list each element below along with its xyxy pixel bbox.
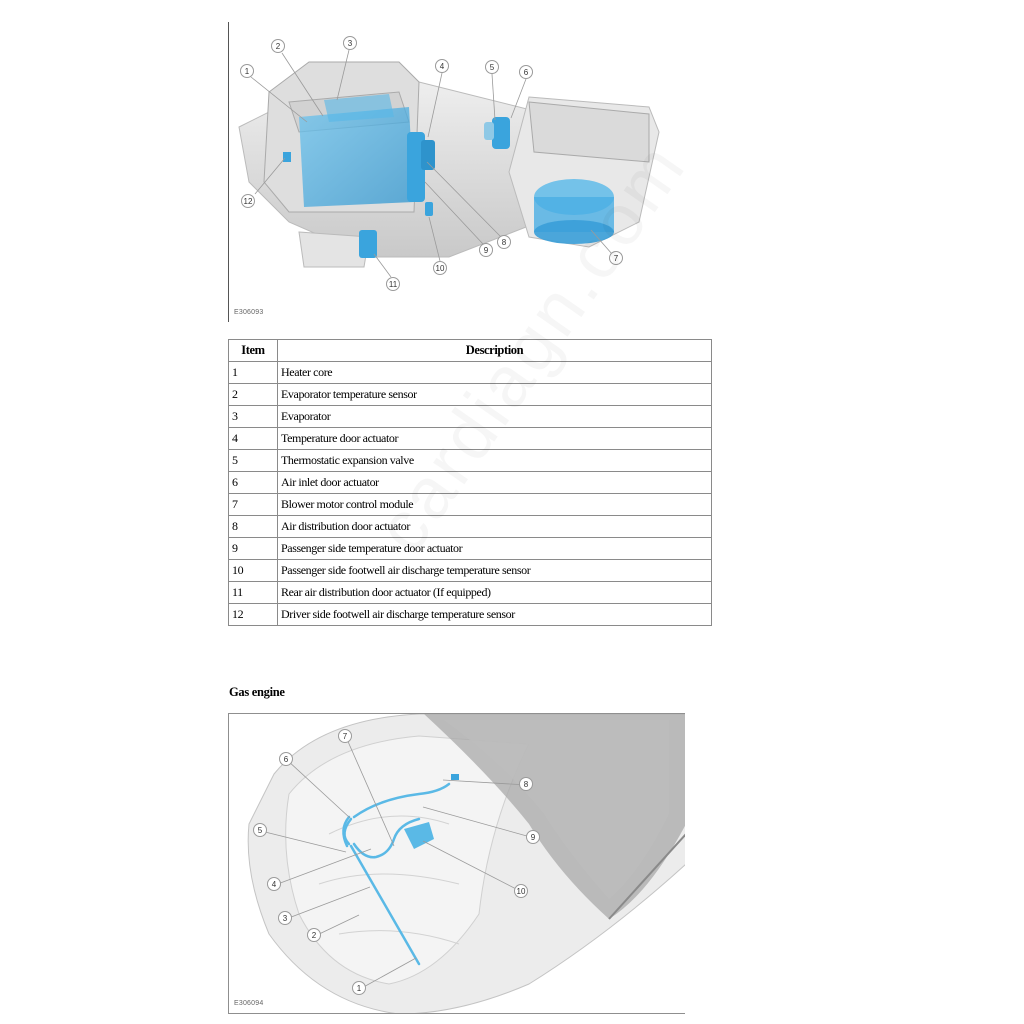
callout-marker: 8 <box>497 235 511 249</box>
description-cell: Driver side footwell air discharge tempe… <box>277 603 712 626</box>
item-number-cell: 8 <box>228 515 278 538</box>
callout-marker: 4 <box>267 877 281 891</box>
callout-marker: 9 <box>526 830 540 844</box>
callout-marker: 7 <box>609 251 623 265</box>
table-header-row: Item Description <box>228 339 712 362</box>
callout-marker: 5 <box>485 60 499 74</box>
description-cell: Air inlet door actuator <box>277 471 712 494</box>
figure2-id-label: E306094 <box>234 1000 264 1007</box>
callout-marker: 5 <box>253 823 267 837</box>
callout-marker: 4 <box>435 59 449 73</box>
callout-marker: 10 <box>433 261 447 275</box>
callout-marker: 10 <box>514 884 528 898</box>
callout-marker: 6 <box>519 65 533 79</box>
description-cell: Evaporator <box>277 405 712 428</box>
callout-marker: 12 <box>241 194 255 208</box>
item-number-cell: 4 <box>228 427 278 450</box>
description-cell: Thermostatic expansion valve <box>277 449 712 472</box>
callout-marker: 3 <box>278 911 292 925</box>
callout-marker: 9 <box>479 243 493 257</box>
description-cell: Blower motor control module <box>277 493 712 516</box>
callout-marker: 1 <box>240 64 254 78</box>
callout-marker: 6 <box>279 752 293 766</box>
item-number-cell: 7 <box>228 493 278 516</box>
item-number-cell: 12 <box>228 603 278 626</box>
item-number-cell: 9 <box>228 537 278 560</box>
figure1-id-label: E306093 <box>234 309 264 316</box>
item-number-cell: 2 <box>228 383 278 406</box>
column-header-item: Item <box>228 339 278 362</box>
description-cell: Evaporator temperature sensor <box>277 383 712 406</box>
item-number-cell: 6 <box>228 471 278 494</box>
item-number-cell: 3 <box>228 405 278 428</box>
description-cell: Rear air distribution door actuator (If … <box>277 581 712 604</box>
item-number-cell: 10 <box>228 559 278 582</box>
figure2-frame: E306094 <box>228 713 685 1014</box>
callout-marker: 8 <box>519 777 533 791</box>
callout-marker: 3 <box>343 36 357 50</box>
hvac-assembly-illustration <box>238 49 660 278</box>
description-cell: Air distribution door actuator <box>277 515 712 538</box>
column-header-description: Description <box>277 339 712 362</box>
description-cell: Passenger side footwell air discharge te… <box>277 559 712 582</box>
callout-marker: 7 <box>338 729 352 743</box>
item-number-cell: 11 <box>228 581 278 604</box>
description-cell: Heater core <box>277 361 712 384</box>
description-cell: Temperature door actuator <box>277 427 712 450</box>
section-heading-gas-engine: Gas engine <box>229 685 285 699</box>
callout-marker: 1 <box>352 981 366 995</box>
callout-marker: 11 <box>386 277 400 291</box>
item-number-cell: 5 <box>228 449 278 472</box>
item-number-cell: 1 <box>228 361 278 384</box>
callout-marker: 2 <box>307 928 321 942</box>
vehicle-front-illustration <box>247 714 685 1013</box>
description-cell: Passenger side temperature door actuator <box>277 537 712 560</box>
figure1-left-border <box>228 22 229 322</box>
callout-marker: 2 <box>271 39 285 53</box>
